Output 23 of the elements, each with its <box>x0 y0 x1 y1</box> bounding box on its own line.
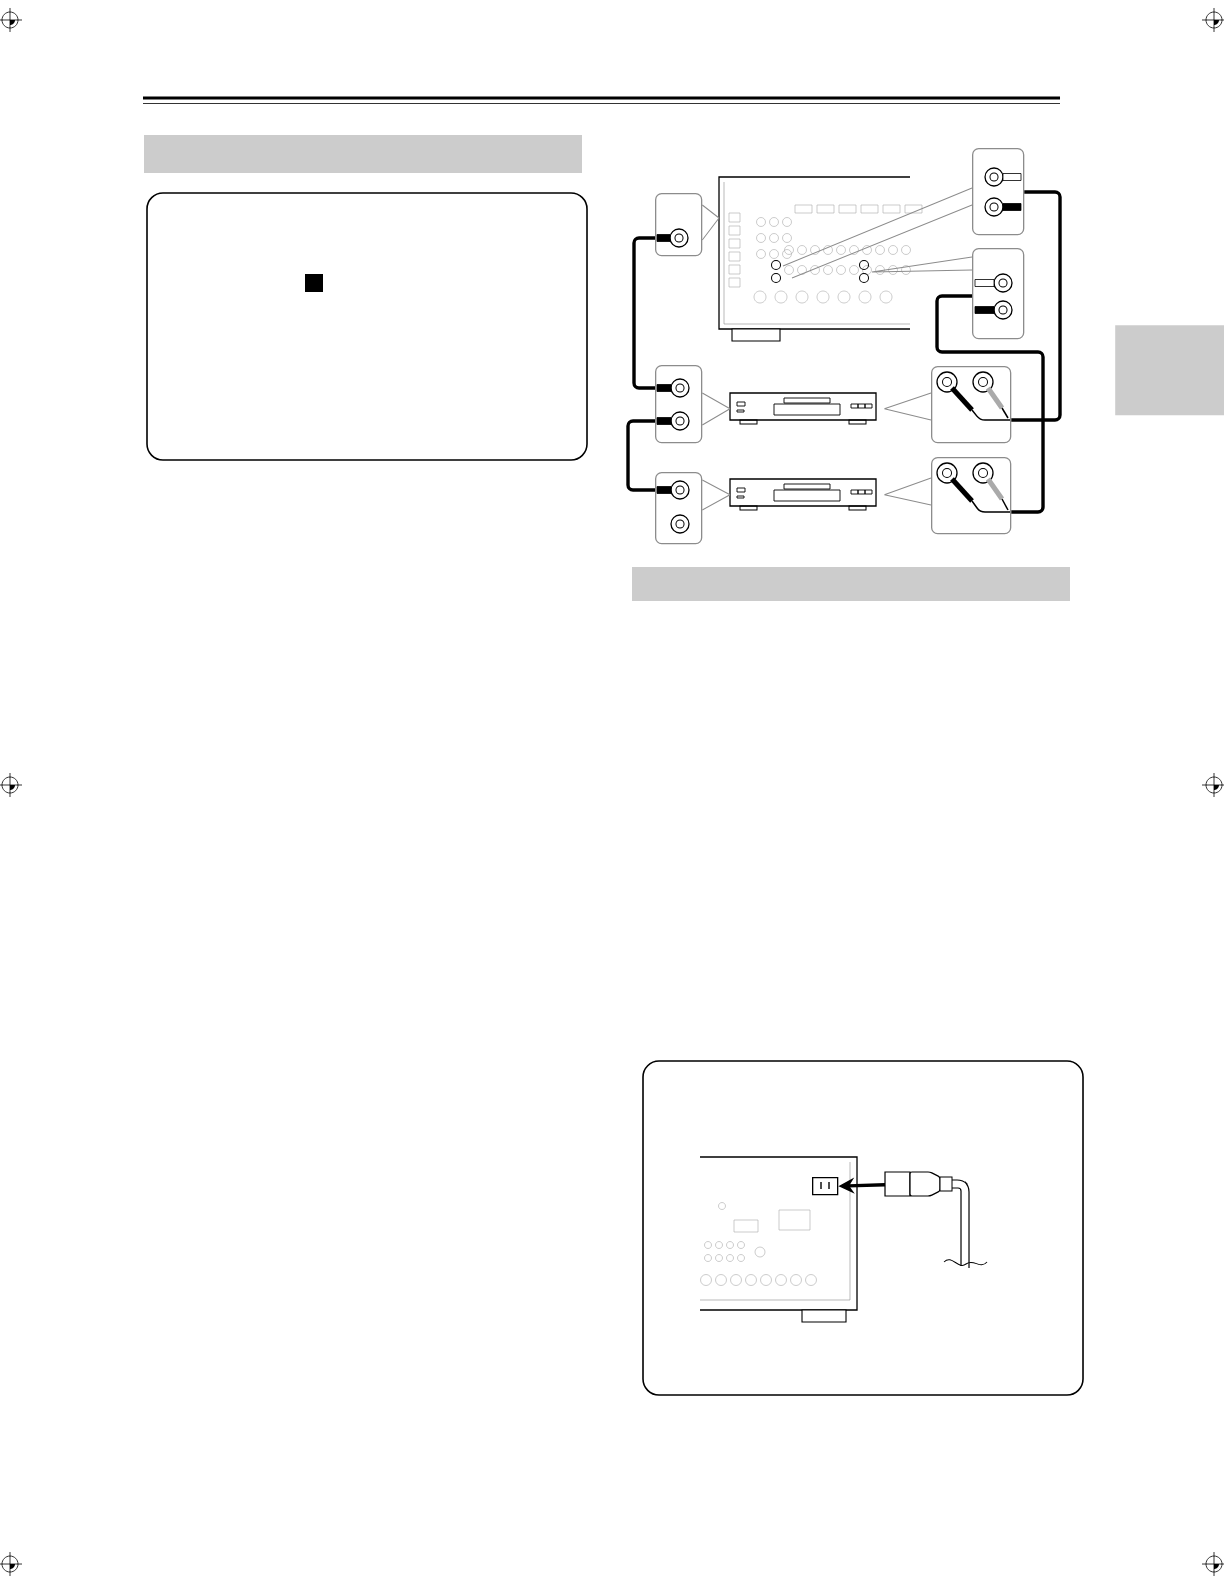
leader-line <box>782 187 973 279</box>
receiver-drawing <box>699 1156 858 1323</box>
jack-callout <box>972 148 1025 236</box>
leader-line <box>701 204 720 241</box>
leader-line <box>701 392 731 426</box>
jack-callout <box>655 472 703 545</box>
receiver-drawing <box>718 176 923 342</box>
cable <box>1011 190 1062 422</box>
player-drawing <box>729 478 877 511</box>
power-inlet <box>812 1177 839 1196</box>
leader-line <box>883 477 932 506</box>
leader-line <box>883 392 932 421</box>
power-plug-drawing <box>884 1171 988 1269</box>
jack-callout <box>972 248 1025 340</box>
player-drawing <box>729 392 877 425</box>
jack-callout <box>655 365 703 444</box>
leader-line <box>871 256 973 273</box>
jack-callout <box>931 366 1012 444</box>
jack-callout <box>931 457 1012 535</box>
jack-callout <box>655 193 703 257</box>
side-tab <box>1115 325 1224 416</box>
cable <box>935 294 1045 514</box>
leader-line <box>701 479 731 511</box>
